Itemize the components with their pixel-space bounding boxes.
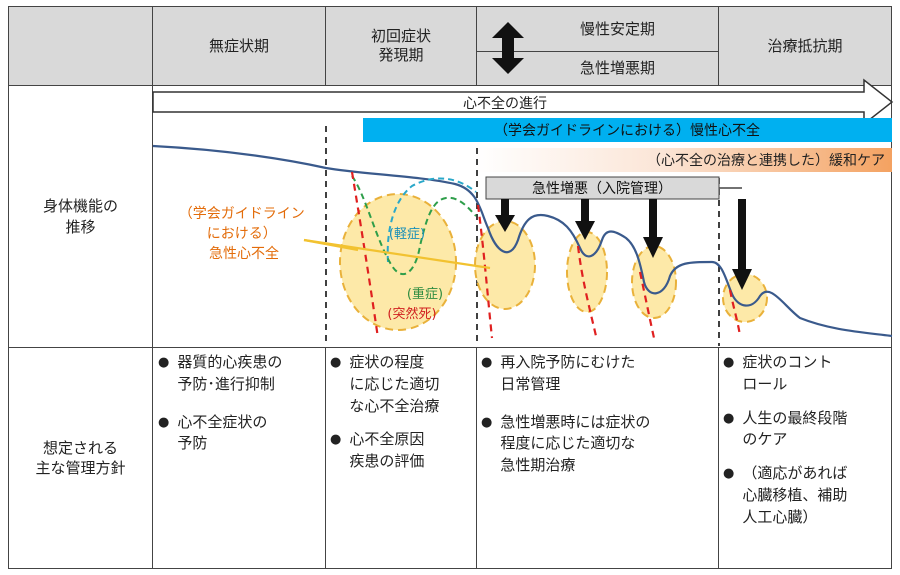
mgmt-col1-list: ●器質的心疾患の 予防･進行抑制 ●心不全症状の 予防 xyxy=(158,352,324,467)
mgmt-col4-list: ●症状のコント ロール ●人生の最終段階 のケア ●（適応があれば 心臓移植、補… xyxy=(723,352,891,540)
severe-label: (重症) xyxy=(407,286,443,302)
callout-line-2 xyxy=(303,238,491,270)
down-arrow-2 xyxy=(575,199,595,240)
acute-hf-line-1: （学会ガイドライン xyxy=(179,206,305,222)
list-item: ●再入院予防にむけた 日常管理 xyxy=(481,353,636,393)
mild-path xyxy=(386,177,477,263)
header-initial-symptom-label: 初回症状 発現期 xyxy=(370,27,431,64)
list-item: ●急性増悪時には症状の 程度に応じた適切な 急性期治療 xyxy=(481,412,651,475)
sudden-death-line-4 xyxy=(638,271,656,339)
row-management-text: 想定される 主な管理方針 xyxy=(35,438,126,477)
decline-curve xyxy=(152,144,893,338)
list-item: ●（適応があれば 心臓移植、補助 人工心臓） xyxy=(723,464,848,526)
severe-path xyxy=(351,175,477,276)
list-item: ●症状のコント ロール xyxy=(723,353,833,393)
list-item: ●器質的心疾患の 予防･進行抑制 xyxy=(158,353,283,393)
chronic-hf-label: （学会ガイドラインにおける）慢性心不全 xyxy=(494,122,760,139)
sudden-death-line-3 xyxy=(576,245,598,337)
list-item: ●心不全原因 疾患の評価 xyxy=(330,430,425,470)
sudden-death-line-1 xyxy=(350,171,380,339)
sudden-death-label: (突然死) xyxy=(387,306,436,322)
mgmt-col3-list: ●再入院予防にむけた 日常管理 ●急性増悪時には症状の 程度に応じた適切な 急性… xyxy=(481,352,717,489)
double-arrow-icon xyxy=(492,22,524,74)
down-arrow-3 xyxy=(643,199,663,258)
header-asymptomatic-label: 無症状期 xyxy=(208,36,269,55)
chronic-hf-bar xyxy=(363,118,892,142)
mgmt-col4 xyxy=(718,347,892,569)
header-chronic-stable-label: 慢性安定期 xyxy=(579,19,655,38)
header-refractory: 治療抵抗期 xyxy=(718,6,892,86)
ellipse-acute-3 xyxy=(631,245,677,319)
header-asymptomatic: 無症状期 xyxy=(152,6,326,86)
row-physical-function-text: 身体機能の 推移 xyxy=(42,197,118,236)
header-corner xyxy=(8,6,153,86)
sudden-death-line-2 xyxy=(476,204,494,339)
sudden-death-line-5 xyxy=(728,289,742,337)
mild-label: (軽症) xyxy=(389,227,425,242)
progress-arrow: 心不全の進行 xyxy=(152,78,894,126)
row-physical-function-label: 身体機能の 推移 xyxy=(8,85,153,348)
palliative-care-label: （心不全の治療と連携した）緩和ケア xyxy=(647,152,885,169)
down-arrow-4 xyxy=(732,199,752,290)
palliative-care-bar xyxy=(476,148,892,172)
header-acute-exacerbation: 急性増悪期 xyxy=(476,51,719,86)
down-arrow-1 xyxy=(495,199,515,232)
acute-admission-label: 急性増悪（入院管理） xyxy=(532,181,672,197)
list-item: ●心不全症状の 予防 xyxy=(158,412,268,453)
header-refractory-label: 治療抵抗期 xyxy=(767,36,843,55)
acute-hf-line-2: における） xyxy=(207,226,277,242)
acute-hf-line-3: 急性心不全 xyxy=(209,245,279,262)
header-acute-exacerbation-label: 急性増悪期 xyxy=(579,59,655,78)
acute-hf-label: （学会ガイドライン における） 急性心不全 xyxy=(179,206,309,262)
list-item: ●症状の程度 に応じた適切 な心不全治療 xyxy=(330,353,440,415)
list-item: ●人生の最終段階 のケア xyxy=(723,408,848,449)
progress-arrow-label: 心不全の進行 xyxy=(463,95,547,112)
mgmt-col2-list: ●症状の程度 に応じた適切 な心不全治療 ●心不全原因 疾患の評価 xyxy=(330,352,476,485)
